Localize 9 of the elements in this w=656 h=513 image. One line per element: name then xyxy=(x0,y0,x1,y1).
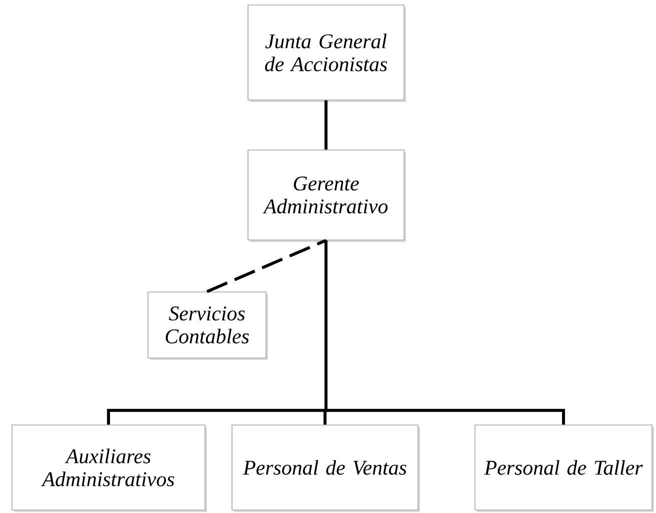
org-box: Auxiliares Administrativos xyxy=(12,424,207,512)
connector-line xyxy=(324,100,328,150)
org-box: Junta General de Accionistas xyxy=(248,4,406,102)
org-box: Personal de Taller xyxy=(474,424,654,512)
org-box: Gerente Administrativo xyxy=(248,150,406,242)
connector-line xyxy=(324,240,565,425)
connector-line xyxy=(206,239,327,293)
org-box: Personal de Ventas xyxy=(232,424,420,512)
org-box: Servicios Contables xyxy=(148,292,268,360)
